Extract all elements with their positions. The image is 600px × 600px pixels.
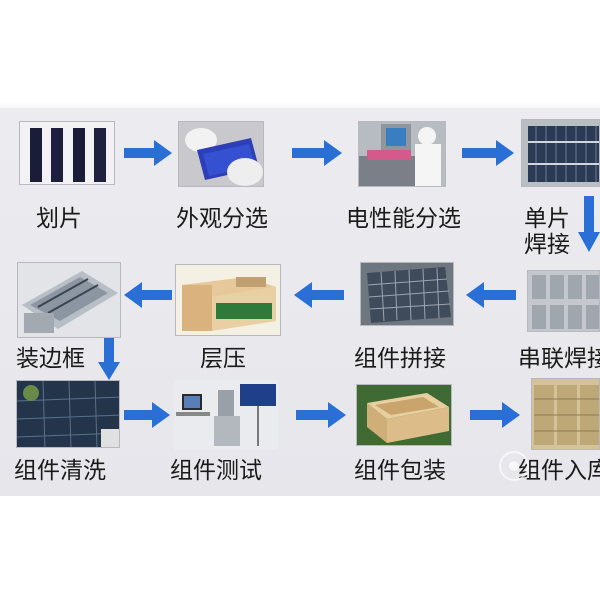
arrow-right-2	[292, 140, 342, 166]
module-panel-icon	[361, 263, 453, 325]
photo-single-welding	[521, 119, 600, 187]
photo-module-storage	[531, 378, 600, 450]
label-frame-mounting: 装边框	[16, 346, 85, 372]
sorting-machine-icon	[359, 122, 445, 186]
warehouse-boxes-icon	[532, 379, 599, 449]
watermark	[492, 444, 600, 490]
label-electrical-sorting: 电性能分选	[346, 206, 461, 232]
photo-module-testing	[174, 380, 278, 450]
arrow-down-1	[578, 196, 600, 252]
photo-module-cleaning	[16, 380, 120, 448]
arrow-right-6	[470, 402, 520, 428]
photo-visual-inspection	[178, 121, 264, 187]
watermark-logo-icon	[499, 451, 529, 481]
label-lamination: 层压	[200, 346, 246, 372]
test-station-icon	[174, 380, 278, 450]
arrow-right-5	[296, 402, 346, 428]
cell-inspection-icon	[179, 122, 263, 186]
arrow-right-4	[124, 402, 170, 428]
arrow-right-1	[124, 140, 172, 166]
arrow-left-1	[124, 282, 172, 308]
photo-module-packaging	[356, 384, 452, 446]
label-module-cleaning: 组件清洗	[14, 458, 106, 484]
packaging-box-icon	[357, 385, 451, 445]
laminator-icon	[176, 265, 280, 335]
framing-machine-icon	[18, 263, 120, 337]
label-module-assembly: 组件拼接	[354, 346, 446, 372]
label-module-testing: 组件测试	[170, 458, 262, 484]
string-cells-icon	[528, 271, 599, 331]
photo-frame-mounting	[17, 262, 121, 338]
label-module-storage: 组件入库	[518, 458, 600, 484]
wafer-strips-icon	[20, 122, 114, 184]
label-module-packaging: 组件包装	[354, 458, 446, 484]
photo-electrical-sorting	[358, 121, 446, 187]
label-single-a: 单片	[524, 206, 570, 232]
photo-string-welding	[527, 270, 600, 332]
photo-lamination	[175, 264, 281, 336]
photo-wafer-scribing	[19, 121, 115, 185]
cleaning-panel-icon	[17, 381, 119, 447]
arrow-left-2	[294, 282, 344, 308]
label-visual-sorting: 外观分选	[176, 206, 268, 232]
label-string-welding: 串联焊接	[518, 346, 600, 372]
arrow-down-2	[98, 338, 120, 380]
label-scribing: 划片	[36, 206, 82, 232]
photo-module-assembly	[360, 262, 454, 326]
solar-cell-icon	[522, 120, 599, 186]
arrow-right-3	[462, 140, 514, 166]
arrow-left-3	[466, 282, 516, 308]
label-single-b: 焊接	[524, 232, 570, 258]
